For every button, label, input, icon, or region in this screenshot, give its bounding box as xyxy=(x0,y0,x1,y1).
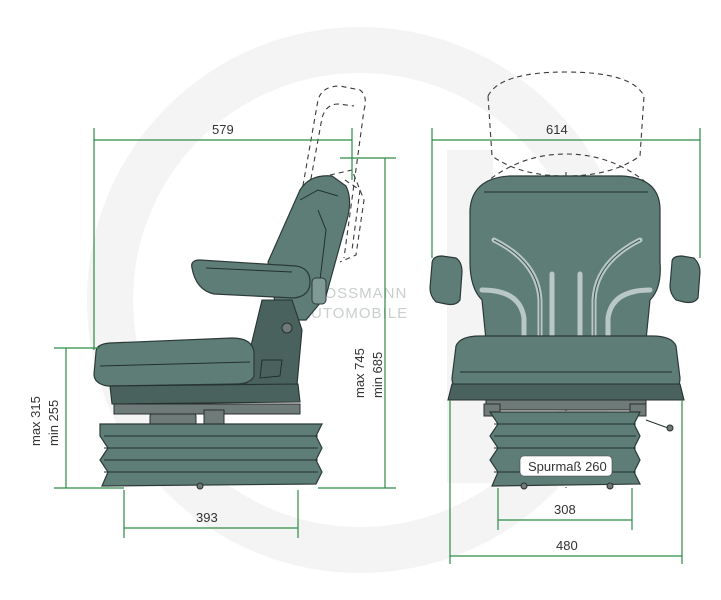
side-ghost-backrest xyxy=(291,85,366,263)
front-base-bolt-left xyxy=(520,482,528,490)
side-armrest xyxy=(191,259,311,299)
front-view: Spurmaß 260 614 308 480 xyxy=(429,71,701,564)
dim-seat-height-max: max 315 xyxy=(28,396,43,446)
front-base-bolt-right xyxy=(606,482,614,490)
rail-spacing-label-box xyxy=(519,455,613,477)
rail-clip xyxy=(203,409,225,425)
front-bellows: Spurmaß 260 xyxy=(488,411,641,490)
base-bolt xyxy=(196,482,204,490)
front-rail-plate xyxy=(485,399,647,411)
dim-base-width: 393 xyxy=(123,490,299,538)
side-seat-cushion xyxy=(93,337,255,387)
side-rails xyxy=(109,383,301,427)
dim-overall-width-label: 614 xyxy=(546,122,568,137)
pivot-knob xyxy=(281,322,293,334)
dim-backrest-height-min: min 685 xyxy=(370,352,385,398)
watermark-text-2: AUTOMOBILE xyxy=(300,305,408,322)
dim-inner-base-width-label: 308 xyxy=(554,502,576,517)
backrest-lever xyxy=(311,277,327,305)
front-armrest-right xyxy=(669,255,701,304)
groove-left-inner xyxy=(479,287,527,347)
side-view: 579 393 max 745 min 685 max 315 min 255 xyxy=(28,85,396,538)
dim-backrest-height-max: max 745 xyxy=(352,348,367,398)
dim-seat-height-min: min 255 xyxy=(46,400,61,446)
front-armrest-left xyxy=(429,255,463,306)
dim-overall-width: 614 xyxy=(431,122,701,258)
dim-overall-length: 579 xyxy=(93,122,353,350)
dim-outer-base-width-label: 480 xyxy=(556,538,578,553)
dim-outer-base-width: 480 xyxy=(449,400,683,564)
dim-seat-height: max 315 min 255 xyxy=(28,347,124,489)
front-ghost-headrest xyxy=(483,71,649,185)
dim-base-width-label: 393 xyxy=(196,510,218,525)
rail-spacing-label: Spurmaß 260 xyxy=(528,459,607,474)
dim-overall-length-label: 579 xyxy=(212,122,234,137)
front-backrest xyxy=(469,175,661,355)
front-lever-knob xyxy=(666,424,674,432)
groove-right-inner xyxy=(605,287,653,347)
front-lever xyxy=(645,419,669,429)
dim-backrest-height: max 745 min 685 xyxy=(318,157,396,489)
front-seat-cushion xyxy=(447,335,685,401)
dim-inner-base-width: 308 xyxy=(497,488,633,530)
side-bellows xyxy=(99,423,323,490)
front-armrests xyxy=(429,255,701,306)
